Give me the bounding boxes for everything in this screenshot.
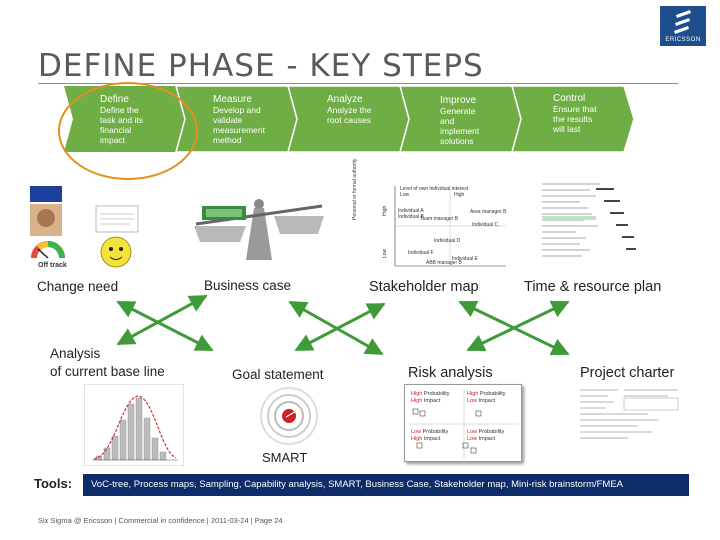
stakeholder-entry: Individual F xyxy=(408,250,434,256)
phase-desc-line: validate xyxy=(213,115,243,125)
risk-cell-high-high: High Probability High Impact xyxy=(411,391,450,405)
stakeholder-x-low: Low xyxy=(400,192,410,198)
risk-impact-level: High xyxy=(411,398,423,404)
blue-banner-icon xyxy=(30,186,62,202)
phase-desc-line: method xyxy=(213,135,242,145)
risk-prob-label: Probability xyxy=(478,429,505,435)
risk-cell-low-low: Low Probability Low Impact xyxy=(467,429,504,443)
stakeholder-map-graphic: Personal or formal authority Low High Le… xyxy=(352,159,510,268)
risk-impact-label: Impact xyxy=(478,398,496,404)
define-highlight-ring xyxy=(58,82,198,180)
risk-prob-label: Probability xyxy=(479,391,506,397)
gauge-icon xyxy=(31,241,65,259)
savings-label: Savings xyxy=(198,240,237,254)
off-track-label: Off track xyxy=(38,262,67,269)
risk-cell-low-high: Low Probability High Impact xyxy=(411,429,448,443)
phase-desc-line: solutions xyxy=(440,136,474,146)
risk-prob-level: Low xyxy=(411,429,422,435)
logo-text: ERICSSON xyxy=(665,37,701,43)
costs-label: Costs xyxy=(287,240,314,254)
change-need-graphic: Off track xyxy=(30,186,190,276)
stakeholder-entry: Individual D xyxy=(434,238,461,244)
stakeholder-entry: Individual E xyxy=(452,256,478,262)
stakeholder-x-high: High xyxy=(454,192,465,198)
target-icon xyxy=(260,387,318,445)
step-analysis-line1: Analysis xyxy=(50,346,101,361)
business-case-scale-icon xyxy=(194,199,324,260)
stakeholder-x-title: Level of own individual interest xyxy=(400,186,469,192)
step-stakeholder-map: Stakeholder map xyxy=(369,279,479,295)
phase-desc-line: Generate xyxy=(440,106,476,116)
title-divider xyxy=(38,83,678,84)
change-need-illustration xyxy=(30,186,139,268)
risk-prob-level: High xyxy=(411,391,423,397)
step-business-case: Business case xyxy=(204,278,292,293)
page-footer: Six Sigma @ Ericsson | Commercial in con… xyxy=(38,516,283,525)
phase-chevron-analyze[interactable] xyxy=(287,86,413,152)
tools-bar: VoC-tree, Process maps, Sampling, Capabi… xyxy=(83,474,689,496)
ericsson-mark-icon xyxy=(674,10,691,34)
phase-desc-line: the results xyxy=(553,114,593,124)
stakeholder-entry: ABB manager B xyxy=(426,260,462,266)
phase-desc-line: Analyze the xyxy=(327,105,372,115)
step-goal-statement: Goal statement xyxy=(232,367,324,382)
risk-prob-label: Probability xyxy=(423,391,450,397)
gantt-chart-icon xyxy=(540,176,644,272)
phase-improve: Improve Generate and implement solutions xyxy=(440,95,479,146)
stakeholder-grid xyxy=(394,186,506,267)
project-charter-document-icon xyxy=(578,384,682,448)
step-time-resource-plan: Time & resource plan xyxy=(524,279,662,295)
arrow-risk-to-time xyxy=(466,300,570,352)
risk-impact-label: Impact xyxy=(423,398,441,404)
stakeholder-entry: Team manager B xyxy=(420,216,459,222)
phase-desc-line: implement xyxy=(440,126,480,136)
risk-prob-level: High xyxy=(467,391,479,397)
risk-impact-label: Impact xyxy=(478,436,496,442)
phase-chevron-improve[interactable] xyxy=(399,86,525,152)
page-title: DEFINE PHASE - KEY STEPS xyxy=(38,48,484,84)
phase-desc-line: measurement xyxy=(213,125,265,135)
phase-chevron-control[interactable] xyxy=(511,86,634,152)
stakeholder-entry: Area manager B xyxy=(470,209,507,215)
arrow-analysis-to-business xyxy=(116,294,208,346)
phase-control: Control Ensure that the results will las… xyxy=(553,93,596,134)
step-analysis-line2: of current base line xyxy=(50,364,165,379)
risk-impact-level: High xyxy=(411,436,423,442)
phase-title: Control xyxy=(553,93,586,104)
phase-title: Measure xyxy=(213,94,252,105)
step-change-need: Change need xyxy=(37,279,119,294)
phase-measure: Measure Develop and validate measurement… xyxy=(213,94,265,145)
step-risk-analysis: Risk analysis xyxy=(408,365,493,381)
risk-prob-level: Low xyxy=(467,429,478,435)
risk-impact-level: Low xyxy=(467,398,478,404)
arrow-change-to-goal xyxy=(116,300,214,352)
risk-impact-label: Impact xyxy=(423,436,441,442)
phase-desc-line: root causes xyxy=(327,115,371,125)
risk-impact-level: Low xyxy=(467,436,478,442)
ericsson-logo: ERICSSON xyxy=(660,6,706,46)
phase-title: Improve xyxy=(440,95,477,106)
phase-desc-line: Ensure that xyxy=(553,104,597,114)
stakeholder-entry: Individual C xyxy=(472,222,499,228)
histogram-icon xyxy=(84,384,184,466)
phase-analyze: Analyze Analyze the root causes xyxy=(327,94,371,125)
risk-matrix: High Probability High Impact High Probab… xyxy=(404,384,522,462)
smart-label: SMART xyxy=(262,450,308,465)
phase-desc-line: will last xyxy=(553,124,581,134)
risk-cell-high-low: High Probability Low Impact xyxy=(467,391,506,405)
phase-desc-line: and xyxy=(440,116,455,126)
cartoon-character-icon xyxy=(100,236,132,268)
risk-sticky-icons xyxy=(409,389,519,459)
stakeholder-entry: Individual B xyxy=(398,214,424,220)
phase-desc-line: Develop and xyxy=(213,105,261,115)
tools-label: Tools: xyxy=(34,476,73,491)
risk-prob-label: Probability xyxy=(422,429,449,435)
arrow-goal-to-stakeholder xyxy=(294,302,386,352)
step-project-charter: Project charter xyxy=(580,365,675,381)
phase-title: Analyze xyxy=(327,94,363,105)
stakeholder-entry: Individual A xyxy=(398,208,424,214)
